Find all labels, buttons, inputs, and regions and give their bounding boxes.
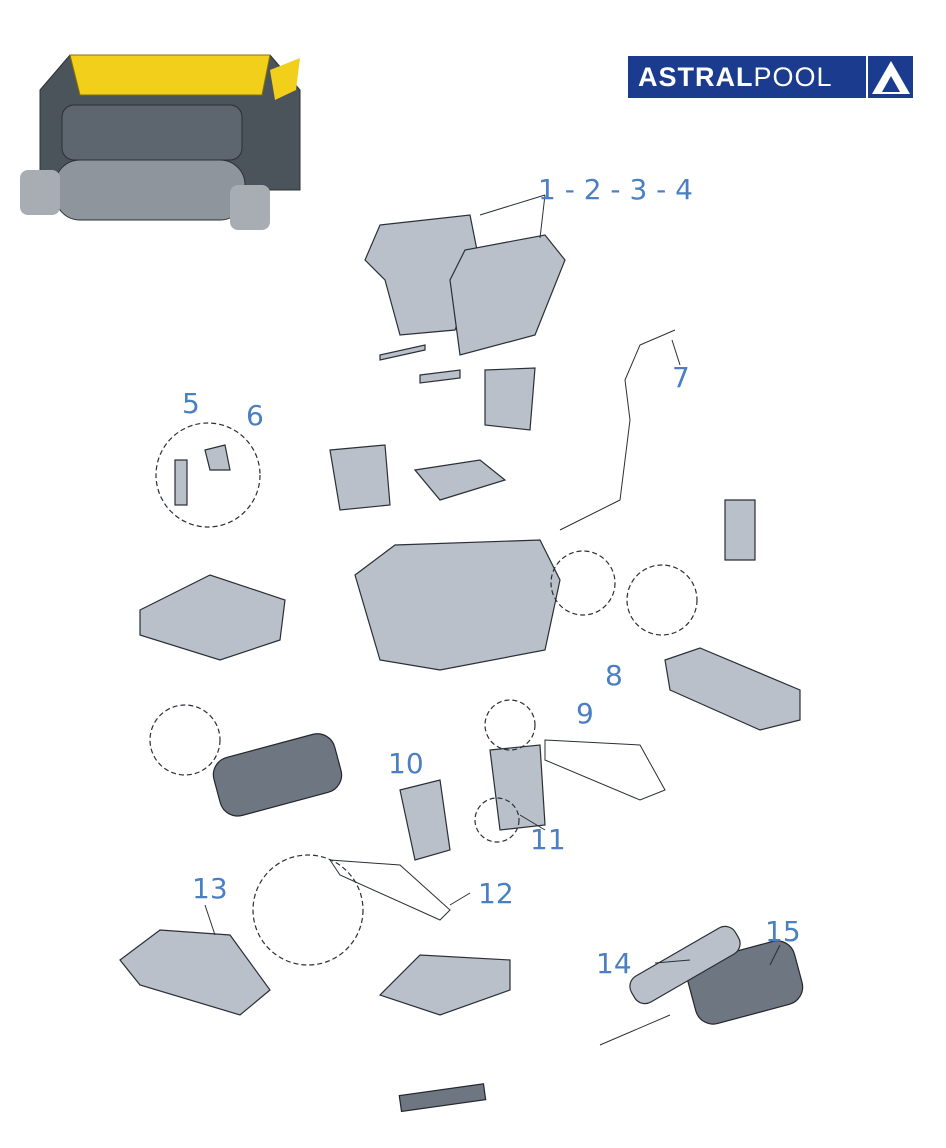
label-part-14: 14 <box>596 947 632 980</box>
label-part-10: 10 <box>388 747 424 780</box>
label-part-5: 5 <box>182 387 200 420</box>
detail-circle <box>155 422 261 528</box>
label-part-13: 13 <box>192 872 228 905</box>
label-part-8: 8 <box>605 659 623 692</box>
main-body-part <box>354 539 561 671</box>
top-covers <box>364 194 566 431</box>
filter-part <box>139 574 286 661</box>
astralpool-logo: ASTRALPOOL <box>628 56 913 98</box>
side-cover-part <box>329 444 391 511</box>
label-part-6: 6 <box>246 399 264 432</box>
label-parts-1-4: 1 - 2 - 3 - 4 <box>538 173 693 206</box>
logo-triangle-icon <box>871 61 910 94</box>
label-part-9: 9 <box>576 697 594 730</box>
hose-part <box>559 329 676 531</box>
label-part-15: 15 <box>765 915 801 948</box>
label-part-12: 12 <box>478 877 514 910</box>
label-part-11: 11 <box>530 823 566 856</box>
logo-text-bold: ASTRAL <box>638 62 754 92</box>
label-part-7: 7 <box>672 361 690 394</box>
robot-cleaner-illustration <box>20 54 301 230</box>
logo-text-light: POOL <box>753 62 833 92</box>
brush-roller-part <box>212 733 343 817</box>
